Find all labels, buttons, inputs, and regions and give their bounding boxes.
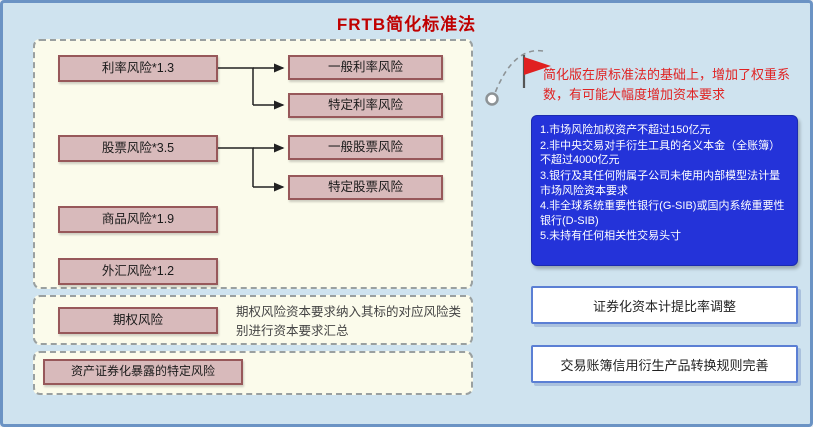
option-risk-note: 期权风险资本要求纳入其标的对应风险类别进行资本要求汇总 — [236, 305, 462, 339]
node-equity-risk: 股票风险*3.5 — [58, 135, 218, 162]
callout-text: 简化版在原标准法的基础上，增加了权重系数，有可能大幅度增加资本要求 — [543, 67, 791, 102]
node-fx-risk: 外汇风险*1.2 — [58, 258, 218, 285]
condition-item: 3.银行及其任何附属子公司未使用内部模型法计量市场风险资本要求 — [540, 169, 781, 197]
condition-item: 2.非中央交易对手衍生工具的名义本金（全账簿）不超过4000亿元 — [540, 139, 781, 167]
condition-item: 4.非全球系统重要性银行(G-SIB)或国内系统重要性银行(D-SIB) — [540, 200, 785, 227]
condition-item: 5.未持有任何相关性交易头寸 — [540, 230, 682, 243]
trading-book-rule-box: 交易账簿信用衍生产品转换规则完善 — [531, 345, 798, 383]
node-general-interest: 一般利率风险 — [288, 55, 443, 80]
condition-item: 1.市场风险加权资产不超过150亿元 — [540, 124, 711, 136]
node-specific-interest: 特定利率风险 — [288, 93, 443, 118]
node-specific-equity: 特定股票风险 — [288, 175, 443, 200]
page-title: FRTB简化标准法 — [336, 15, 477, 34]
node-commodity-risk: 商品风险*1.9 — [58, 206, 218, 233]
securitization-ratio-box: 证券化资本计提比率调整 — [531, 286, 798, 324]
node-interest-risk: 利率风险*1.3 — [58, 55, 218, 82]
node-general-equity: 一般股票风险 — [288, 135, 443, 160]
dashed-curve — [494, 49, 544, 94]
pin-circle — [485, 92, 499, 106]
node-option-risk: 期权风险 — [58, 307, 218, 334]
conditions-box: 1.市场风险加权资产不超过150亿元 2.非中央交易对手衍生工具的名义本金（全账… — [531, 115, 798, 266]
node-securitization-risk: 资产证券化暴露的特定风险 — [43, 359, 243, 385]
